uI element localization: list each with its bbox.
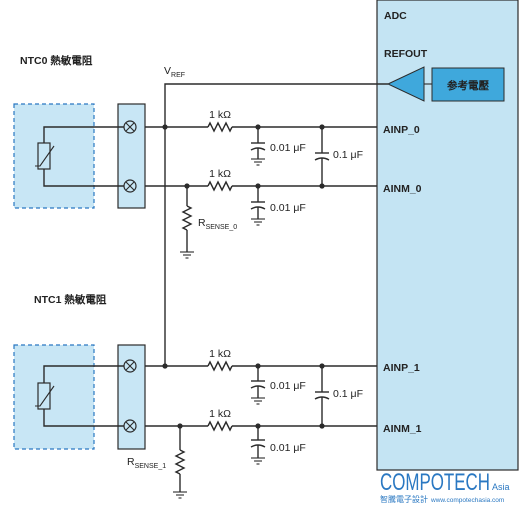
vref-rail <box>164 83 388 366</box>
pin-ainm1: AINM_1 <box>383 423 422 435</box>
refout-label: REFOUT <box>384 48 428 60</box>
rsense1-label: RSENSE_1 <box>127 456 166 470</box>
ground-rsense-0 <box>180 251 194 259</box>
vref-label: VREF <box>164 65 185 79</box>
r1k-m0-label: 1 kΩ <box>209 168 231 180</box>
rsense-1 <box>174 449 186 475</box>
pin-ainm0: AINM_0 <box>383 183 422 195</box>
r1k-p0-label: 1 kΩ <box>209 109 231 121</box>
ground-rsense-1 <box>173 491 187 499</box>
rsense0-label: RSENSE_0 <box>198 217 237 231</box>
cap-001-p0 <box>250 127 266 166</box>
cap-001-m1 <box>250 426 266 465</box>
terminal-1b <box>123 419 137 433</box>
c01-ch0-label: 0.1 μF <box>333 149 363 161</box>
c001-p0-label: 0.01 μF <box>270 142 306 154</box>
adc-title: ADC <box>384 10 407 22</box>
c01-ch1-label: 0.1 μF <box>333 388 363 400</box>
ntc0-title: NTC0 熱敏電阻 <box>20 54 93 67</box>
cap-01-ch1 <box>314 366 330 426</box>
resistor-1k-p1 <box>207 360 233 372</box>
ntc1-title: NTC1 熱敏電阻 <box>34 293 107 306</box>
c001-p1-label: 0.01 μF <box>270 380 306 392</box>
terminal-0a <box>123 120 137 134</box>
r1k-p1-label: 1 kΩ <box>209 348 231 360</box>
thermistor-0-arrow <box>35 145 55 167</box>
terminal-1a <box>123 359 137 373</box>
c001-m0-label: 0.01 μF <box>270 202 306 214</box>
ntc0-box <box>13 103 95 209</box>
pin-ainp0: AINP_0 <box>383 124 420 136</box>
ref-voltage-box <box>431 67 505 102</box>
cap-001-m0 <box>250 186 266 226</box>
terminal-0b <box>123 179 137 193</box>
pin-ainp1: AINP_1 <box>383 362 420 374</box>
brand-suffix: Asia <box>492 482 510 492</box>
cap-01-ch0 <box>314 127 330 186</box>
resistor-1k-m0 <box>207 180 233 192</box>
ntc1-box <box>13 344 95 450</box>
brand-url: www.compotechasia.com <box>430 497 504 504</box>
resistor-1k-m1 <box>207 420 233 432</box>
brand-tagline: 智騰電子設計 <box>380 494 428 504</box>
cap-001-p1 <box>250 366 266 405</box>
brand-logo: COMPOTECH <box>380 469 490 496</box>
c001-m1-label: 0.01 μF <box>270 442 306 454</box>
ref-voltage-label: 参考電壓 <box>447 79 489 92</box>
thermistor-0 <box>37 142 51 170</box>
thermistor-1 <box>37 382 51 410</box>
rsense-0 <box>181 205 193 231</box>
thermistor-1-arrow <box>35 385 55 407</box>
r1k-m1-label: 1 kΩ <box>209 408 231 420</box>
resistor-1k-p0 <box>207 121 233 133</box>
